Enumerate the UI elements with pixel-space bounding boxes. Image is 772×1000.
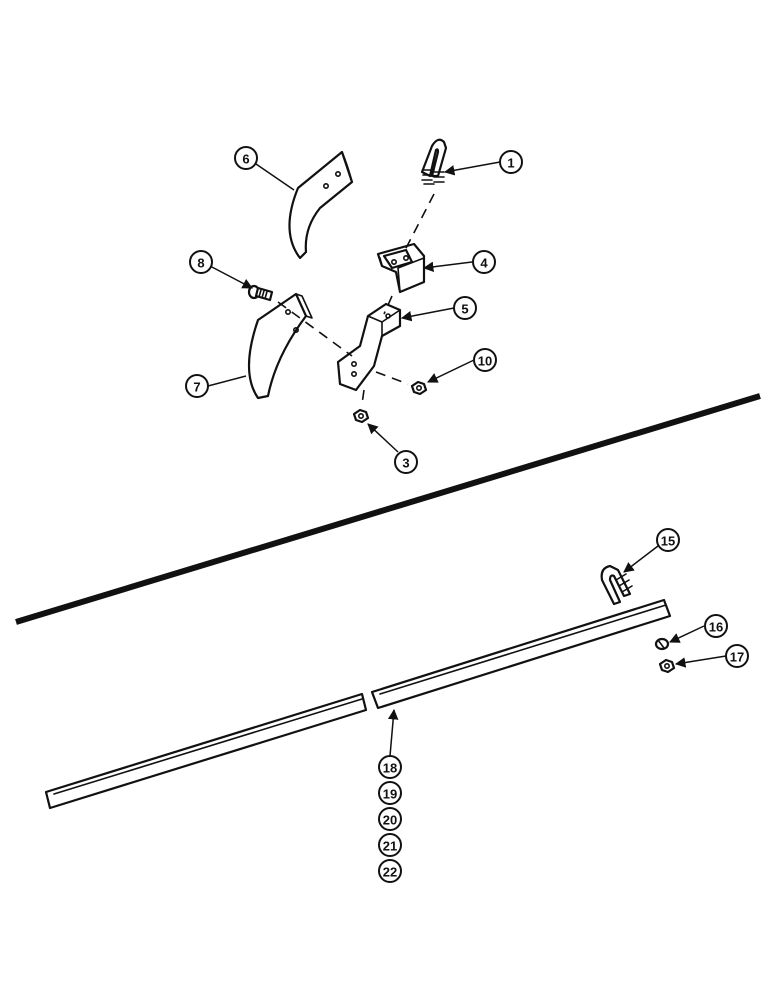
callout-1-label: 1: [507, 156, 514, 171]
callout-20-label: 20: [383, 813, 397, 828]
part-7-blade: [247, 292, 313, 400]
callout-19: 19: [378, 781, 402, 805]
callout-21: 21: [378, 833, 402, 857]
callout-6-label: 6: [242, 152, 249, 167]
callout-16-label: 16: [709, 620, 723, 635]
callout-18-label: 18: [383, 761, 397, 776]
angle-bar-right: [370, 598, 672, 710]
callout-20: 20: [378, 807, 402, 831]
part-10-nut: [410, 380, 428, 396]
assembly-line-5-to-10: [375, 371, 409, 385]
callout-10-label: 10: [478, 354, 492, 369]
part-1-u-bolt: [420, 138, 448, 185]
callout-3-label: 3: [402, 456, 409, 471]
assembly-line-8-to-5: [277, 301, 353, 357]
callout-22: 22: [378, 859, 402, 883]
callout-15: 15: [656, 528, 680, 552]
part-6-shield: [288, 150, 354, 260]
callout-7: 7: [185, 374, 209, 398]
assembly-line-4-to-5: [383, 295, 393, 315]
callout-19-label: 19: [383, 787, 397, 802]
part-15-u-bolt: [600, 564, 633, 606]
callout-22-label: 22: [383, 865, 397, 880]
callout-8-label: 8: [197, 256, 204, 271]
part-3-nut: [352, 408, 370, 424]
callout-4-label: 4: [480, 256, 488, 271]
callout-1: 1: [499, 150, 523, 174]
part-17-nut: [658, 658, 676, 674]
callout-17-label: 17: [730, 650, 744, 665]
callout-18: 18: [378, 755, 402, 779]
callout-15-label: 15: [661, 534, 675, 549]
part-5-arm: [336, 302, 402, 392]
assembly-line-1-to-4: [403, 193, 435, 253]
section-divider-line: [15, 393, 761, 625]
angle-bar-left: [44, 692, 368, 810]
callout-10: 10: [473, 348, 497, 372]
callout-5-label: 5: [461, 302, 468, 317]
assembly-line-5-to-3: [361, 389, 365, 405]
part-4-clamp: [376, 242, 426, 294]
callout-17: 17: [725, 644, 749, 668]
part-16-washer: [654, 637, 670, 651]
callout-5: 5: [453, 296, 477, 320]
callout-16: 16: [704, 614, 728, 638]
callout-7-label: 7: [193, 380, 200, 395]
callout-3: 3: [394, 450, 418, 474]
callout-4: 4: [472, 250, 496, 274]
callout-6: 6: [234, 146, 258, 170]
callout-8: 8: [189, 250, 213, 274]
part-8-bolt: [247, 284, 274, 302]
callout-21-label: 21: [383, 839, 397, 854]
